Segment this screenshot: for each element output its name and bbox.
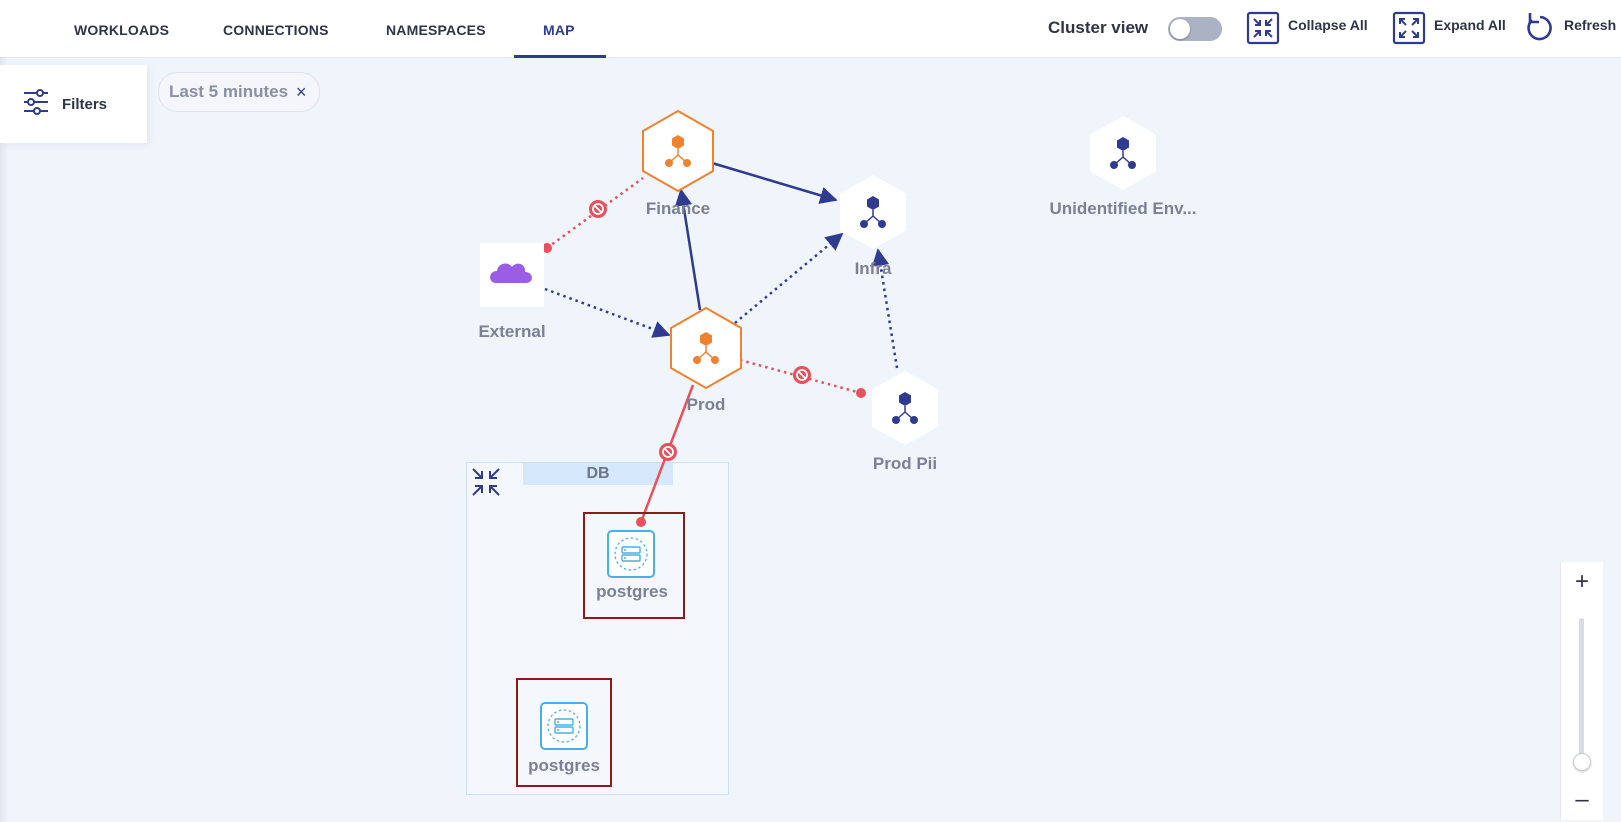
- node-unidentified-env[interactable]: [1090, 116, 1156, 190]
- tab-workloads[interactable]: WORKLOADS: [74, 22, 170, 38]
- namespace-icon: [892, 392, 918, 424]
- database-server-icon: [540, 702, 588, 750]
- time-range-label: Last 5 minutes: [169, 82, 289, 101]
- tab-namespaces[interactable]: NAMESPACES: [386, 22, 486, 38]
- collapse-all-icon: [1246, 11, 1280, 45]
- node-prod-pii[interactable]: [872, 371, 938, 445]
- active-tab-indicator: [514, 55, 606, 58]
- node-prod[interactable]: [670, 306, 742, 390]
- tab-map[interactable]: MAP: [543, 22, 575, 38]
- edge-blocked-prod-prodpii: [739, 358, 862, 395]
- node-label-finance: Finance: [645, 199, 711, 218]
- time-range-chip[interactable]: Last 5 minutes ×: [158, 72, 320, 112]
- expand-all-button[interactable]: Expand All: [1392, 8, 1506, 48]
- edge-endpoint-dot: [542, 243, 552, 253]
- node-label-external: External: [478, 322, 546, 341]
- blocked-icon: [659, 443, 677, 461]
- edge-endpoint-dot: [856, 388, 866, 398]
- node-label-unidentified-env: Unidentified Env...: [1049, 199, 1197, 218]
- expand-all-icon: [1392, 11, 1426, 45]
- namespace-icon: [860, 196, 886, 228]
- blocked-icon: [793, 366, 811, 384]
- database-server-icon: [607, 530, 655, 578]
- cluster-view-toggle[interactable]: [1168, 17, 1222, 41]
- collapse-all-label: Collapse All: [1288, 17, 1368, 33]
- expand-all-label: Expand All: [1434, 17, 1506, 33]
- cloud-icon: [490, 263, 532, 283]
- node-infra[interactable]: [840, 175, 906, 249]
- edge-finance-infra: [711, 161, 838, 204]
- edge-prod-infra: [734, 232, 844, 324]
- close-icon[interactable]: ×: [296, 81, 307, 102]
- namespace-icon: [1110, 137, 1136, 169]
- namespace-icon: [693, 332, 719, 364]
- blocked-icon: [589, 200, 607, 218]
- zoom-out-button[interactable]: –: [1575, 786, 1589, 813]
- cluster-view-label: Cluster view: [1048, 18, 1149, 37]
- zoom-in-button[interactable]: +: [1574, 568, 1589, 595]
- sliders-icon: [22, 88, 50, 121]
- node-external[interactable]: [480, 243, 544, 307]
- zoom-slider-track[interactable]: [1579, 618, 1584, 768]
- edge-blocked-external-finance: [546, 176, 644, 250]
- filters-label: Filters: [62, 95, 108, 113]
- refresh-label: Refresh: [1564, 17, 1617, 33]
- workload-label: postgres: [596, 582, 668, 601]
- refresh-icon: [1524, 11, 1556, 45]
- workload-postgres-1[interactable]: postgres: [583, 512, 685, 619]
- namespace-icon: [665, 135, 691, 167]
- zoom-slider-thumb[interactable]: [1573, 752, 1591, 771]
- collapse-group-icon[interactable]: [469, 465, 503, 504]
- zoom-control: + –: [1560, 562, 1603, 820]
- refresh-button[interactable]: Refresh: [1524, 8, 1616, 48]
- filters-button[interactable]: Filters: [0, 65, 147, 143]
- toggle-knob: [1170, 19, 1190, 39]
- node-label-prod-pii: Prod Pii: [872, 454, 938, 473]
- workload-postgres-2[interactable]: postgres: [516, 678, 612, 787]
- collapse-all-button[interactable]: Collapse All: [1246, 8, 1368, 48]
- node-finance[interactable]: [642, 109, 714, 193]
- node-label-prod: Prod: [686, 395, 726, 414]
- top-nav-bar: WORKLOADS CONNECTIONS NAMESPACES MAP Clu…: [0, 0, 1621, 58]
- workload-label: postgres: [528, 756, 600, 775]
- left-edge-shadow: [0, 57, 8, 822]
- db-group-title: DB: [523, 463, 673, 485]
- edge-external-prod: [544, 287, 671, 338]
- node-label-infra: Infra: [854, 259, 892, 278]
- tab-connections[interactable]: CONNECTIONS: [223, 22, 329, 38]
